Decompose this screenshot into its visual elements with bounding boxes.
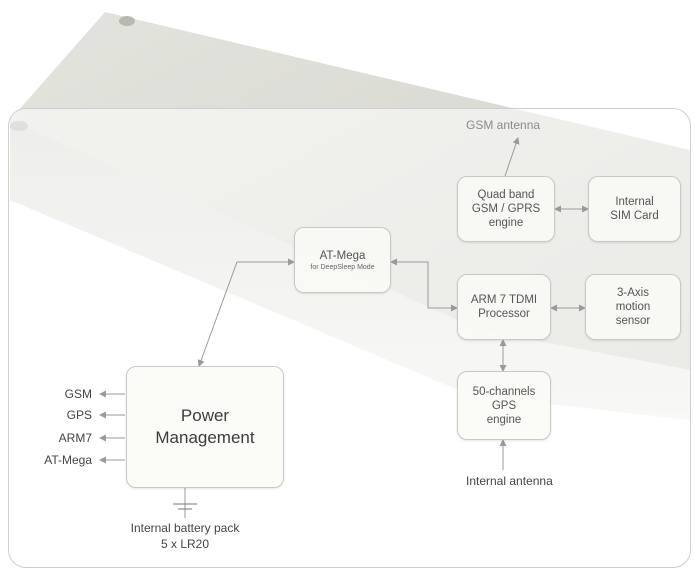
arm7-processor-block: ARM 7 TDMI Processor — [457, 274, 551, 340]
at-mega-subtitle: for DeepSleep Mode — [310, 263, 375, 271]
diagram-panel — [8, 108, 691, 568]
arm7-line1: ARM 7 TDMI — [470, 294, 538, 306]
output-arm7-label: ARM7 — [58, 431, 92, 445]
output-gsm-label: GSM — [64, 387, 92, 401]
at-mega-title: AT-Mega — [319, 249, 366, 262]
gps-line2: GPS — [491, 399, 517, 412]
battery-label-line1: Internal battery pack — [130, 521, 240, 535]
sim-card-line2: SIM Card — [610, 210, 659, 222]
quad-band-line1: Quad band — [477, 189, 535, 201]
output-atmega-label: AT-Mega — [44, 453, 92, 467]
output-gps-label: GPS — [66, 408, 92, 422]
sim-card-line1: Internal — [615, 196, 654, 208]
gps-engine-block: 50-channels GPS engine — [457, 371, 551, 440]
power-atmega-arrow — [197, 258, 295, 367]
gsm-antenna-arrow — [504, 137, 520, 177]
quad-band-gsm-engine-block: Quad band GSM / GPRS engine — [457, 176, 555, 242]
arm7-line2: Processor — [478, 308, 530, 320]
motion-sensor-block: 3-Axis motion sensor — [585, 274, 681, 340]
motion-line2: motion — [615, 301, 651, 313]
gps-line3: engine — [486, 413, 522, 426]
power-line1: Power — [180, 406, 230, 425]
atmega-arm7-arrow — [390, 258, 458, 312]
sim-card-block: Internal SIM Card — [588, 176, 681, 242]
quad-band-line3: engine — [488, 217, 524, 229]
gsm-antenna-label: GSM antenna — [466, 118, 541, 132]
gps-line1: 50-channels — [472, 385, 536, 398]
at-mega-block: AT-Mega for DeepSleep Mode — [294, 227, 391, 293]
power-line2: Management — [155, 428, 255, 447]
power-management-block: Power Management — [126, 366, 284, 488]
motion-line1: 3-Axis — [617, 287, 649, 299]
internal-antenna-label: Internal antenna — [466, 474, 553, 488]
motion-line3: sensor — [615, 315, 651, 327]
battery-label-line2: 5 x LR20 — [160, 537, 210, 551]
quad-band-line2: GSM / GPRS — [471, 203, 541, 215]
